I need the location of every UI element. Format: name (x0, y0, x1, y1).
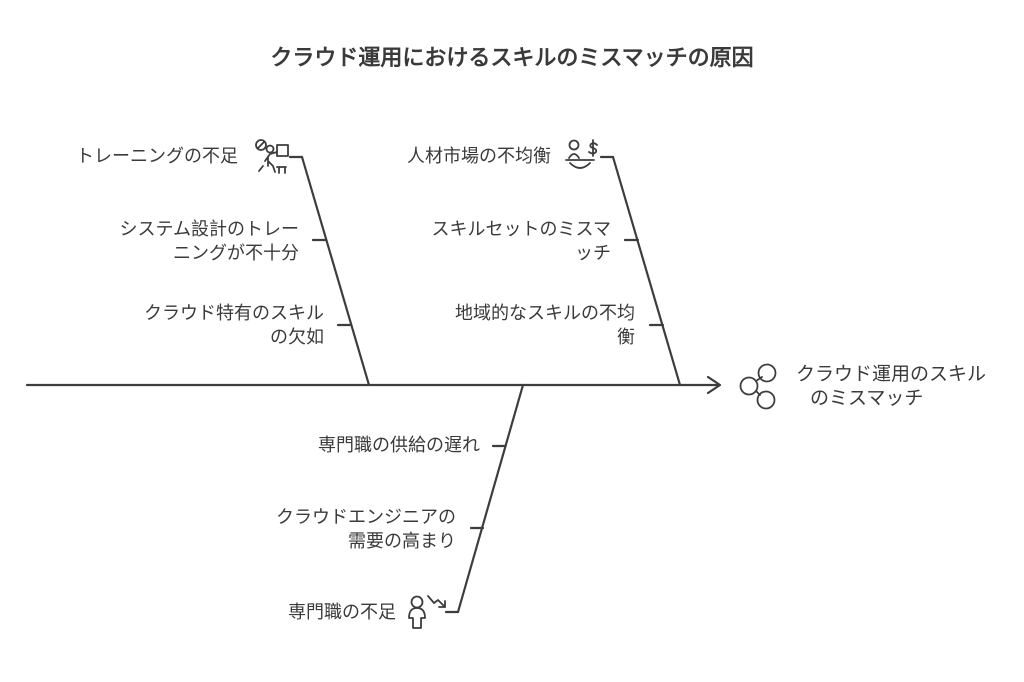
branch-2-cause-2-line-1: 地域的なスキルの不均 (455, 303, 635, 324)
branch-1-cause-2-line-1: クラウド特有のスキル (144, 303, 324, 324)
training-person-icon (255, 139, 289, 174)
diagram-title: クラウド運用におけるスキルのミスマッチの原因 (270, 46, 754, 71)
branch-1-cause-1-label: システム設計のトレー ニングが不十分 (120, 218, 299, 266)
branch-3-cause-1-label: 専門職の供給の遅れ (318, 434, 480, 458)
branch-1-cause-2-label: クラウド特有のスキル の欠如 (144, 302, 324, 350)
branch-bone-1 (300, 155, 371, 387)
branch-1-head-label: トレーニングの不足 (76, 146, 238, 167)
person-down-arrow-icon (408, 595, 446, 629)
branch-bone-2 (611, 155, 682, 387)
branch-1-cause-2-line-2: の欠如 (270, 327, 324, 348)
branch-3-cause-2-label: クラウドエンジニアの 需要の高まり (276, 506, 456, 554)
link-chain-icon (739, 363, 777, 410)
effect-label: クラウド運用のスキル のミスマッチ (796, 362, 986, 410)
person-money-scale-icon (565, 139, 598, 169)
branch-2-cause-2-label: 地域的なスキルの不均 衡 (455, 302, 635, 350)
branch-1-cause-1-line-2: ニングが不十分 (173, 243, 299, 264)
branch-2-cause-1-label: スキルセットのミスマ ッチ (432, 218, 611, 266)
effect-label-line-1: クラウド運用のスキル (796, 363, 987, 385)
branch-2-head-label: 人材市場の不均衡 (407, 146, 551, 167)
branch-2-cause-2-line-2: 衡 (617, 327, 635, 348)
effect-label-line-2: のミスマッチ (810, 387, 924, 409)
branch-1-cause-1-line-1: システム設計のトレー (119, 219, 299, 240)
branch-bone-3 (456, 383, 525, 614)
branch-3-cause-2-line-1: クラウドエンジニアの (276, 507, 456, 528)
spine-arrowhead (706, 375, 722, 395)
branch-2-cause-1-line-1: スキルセットのミスマ (431, 219, 611, 240)
branch-3-cause-1-line-1: 専門職の供給の遅れ (318, 435, 480, 456)
branch-3-head-label: 専門職の不足 (288, 602, 396, 623)
branch-2-cause-1-line-2: ッチ (575, 243, 611, 264)
branch-3-cause-2-line-2: 需要の高まり (348, 531, 456, 552)
